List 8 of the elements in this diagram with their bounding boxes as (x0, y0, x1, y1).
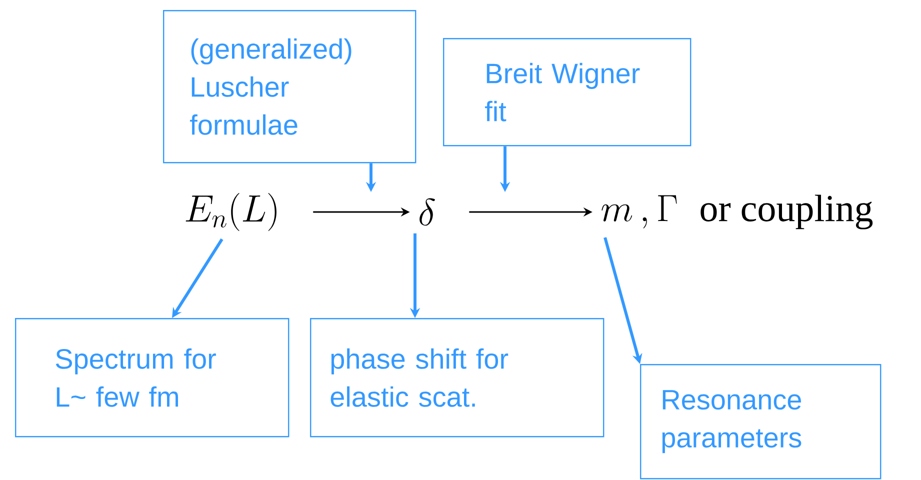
text-box: Breit Wigner fit (443, 38, 692, 146)
formula-term: $\delta$ (420, 198, 435, 226)
text-box: (generalized) Luscher formulae (163, 10, 416, 164)
text-box: phase shift for elastic scat. (310, 318, 604, 438)
text-box: Resonance parameters (640, 364, 882, 480)
formula-term: $E_{n}(L)$ (186, 193, 276, 231)
text-box: Spectrum for L~ few fm (15, 318, 290, 438)
formula-term: $m\,,\Gamma$ or coupling (602, 194, 873, 230)
